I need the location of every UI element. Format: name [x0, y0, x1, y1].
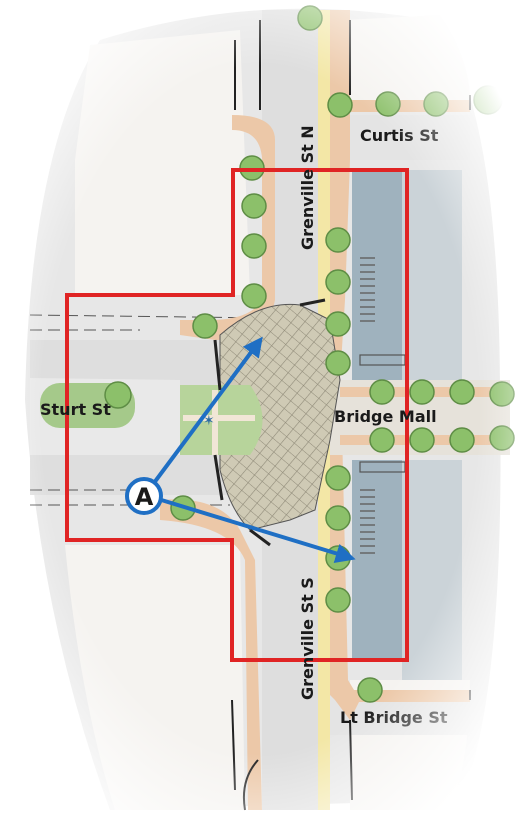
mall-north: [352, 170, 402, 380]
mall-east-n: [402, 170, 462, 380]
label-lt-bridge-st: Lt Bridge St: [340, 708, 448, 727]
mall-south: [352, 460, 402, 660]
label-bridge-mall: Bridge Mall: [334, 407, 437, 426]
block-ne: [345, 15, 470, 100]
block-nw: [75, 30, 250, 295]
viewpoint-letter: A: [135, 483, 154, 511]
label-sturt-st: Sturt St: [40, 400, 111, 419]
label-curtis-st: Curtis St: [360, 126, 439, 145]
block-sw: [65, 545, 245, 810]
mall-east-s: [402, 460, 462, 680]
label-grenville-st-s: Grenville St S: [298, 577, 317, 700]
label-grenville-st-n: Grenville St N: [298, 125, 317, 250]
